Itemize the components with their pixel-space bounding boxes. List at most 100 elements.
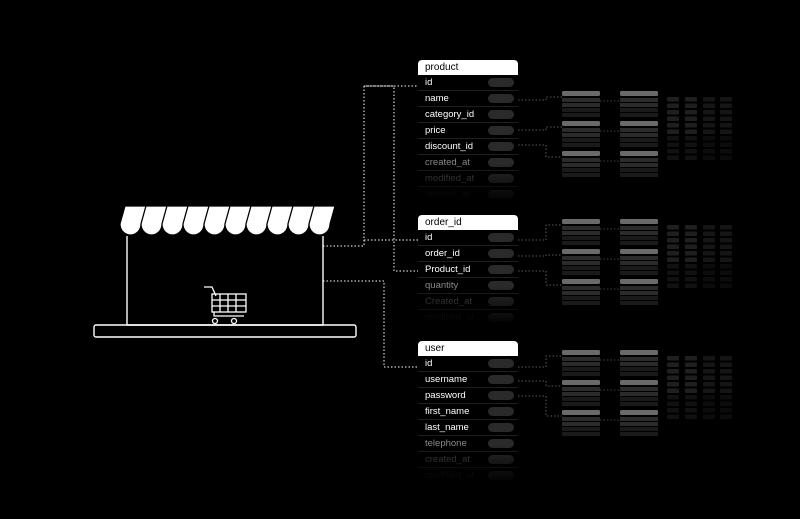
mini-row [720,123,732,128]
mini-row [703,388,715,393]
mini-connector [518,254,562,257]
mini-table-card [620,151,658,177]
fade-overlay [418,163,518,203]
field-name: telephone [425,438,467,449]
mini-table-card [620,91,658,117]
mini-row [720,129,732,134]
mini-row [703,244,715,249]
field-name: quantity [425,280,458,291]
mini-row [703,129,715,134]
mini-row [685,270,697,275]
mini-row [703,375,715,380]
mini-row [667,231,679,236]
mini-row [720,414,732,419]
mini-table-card [562,350,600,376]
mini-row [667,270,679,275]
mini-row [685,257,697,262]
mini-table-card [620,121,658,147]
mini-row [685,116,697,121]
mini-row [685,110,697,115]
mini-table-card [562,219,600,245]
mini-table-card [620,350,658,376]
mini-row [667,382,679,387]
mini-row [685,225,697,230]
field-row: id [418,356,518,372]
field-row: name [418,91,518,107]
mini-row [667,257,679,262]
mini-row [667,225,679,230]
mini-row [720,142,732,147]
mini-row [685,356,697,361]
mini-row [703,283,715,288]
mini-row [685,129,697,134]
field-name: order_id [425,248,460,259]
mini-table-card [562,410,600,436]
mini-row [720,136,732,141]
mini-row [720,283,732,288]
field-row: id [418,75,518,91]
field-name: id [425,232,433,243]
mini-row [703,369,715,374]
mini-row [667,136,679,141]
field-name: username [425,374,468,385]
mini-row [703,123,715,128]
table-title: product [418,60,518,75]
mini-row [685,388,697,393]
mini-row [685,244,697,249]
mini-row [667,238,679,243]
mini-connector [518,96,562,101]
mini-row [703,277,715,282]
mini-row [685,136,697,141]
mini-row [703,97,715,102]
mini-connector [518,126,562,131]
mini-row [667,283,679,288]
mini-table-card [562,380,600,406]
mini-row [667,401,679,406]
mini-row [703,142,715,147]
mini-row [685,395,697,400]
mini-row [667,129,679,134]
mini-row [703,231,715,236]
mini-row [667,244,679,249]
mini-row [685,155,697,160]
fade-overlay [418,444,518,484]
mini-row [685,382,697,387]
mini-row [667,395,679,400]
mini-table-card [562,91,600,117]
field-name: id [425,358,433,369]
field-row: category_id [418,107,518,123]
mini-row [720,362,732,367]
awning-segment [308,205,336,236]
field-name: first_name [425,406,470,417]
field-row: discount_id [418,139,518,155]
mini-row [685,142,697,147]
field-type-pill [488,78,514,87]
mini-row [720,395,732,400]
mini-row [685,264,697,269]
mini-table-card [620,279,658,305]
mini-row [703,257,715,262]
mini-table-card [620,219,658,245]
mini-row [720,382,732,387]
mini-row [685,231,697,236]
mini-table-card [620,410,658,436]
mini-row [720,270,732,275]
mini-row [720,238,732,243]
mini-table-card [562,279,600,305]
field-name: password [425,390,466,401]
field-name: name [425,93,449,104]
field-type-pill [488,439,514,448]
field-name: id [425,77,433,88]
field-name: last_name [425,422,469,433]
mini-row [703,136,715,141]
mini-row [667,110,679,115]
mini-table-card [620,249,658,275]
mini-row [720,251,732,256]
shopping-cart-icon [204,286,247,325]
mini-row [703,408,715,413]
mini-row [685,149,697,154]
mini-row [667,123,679,128]
